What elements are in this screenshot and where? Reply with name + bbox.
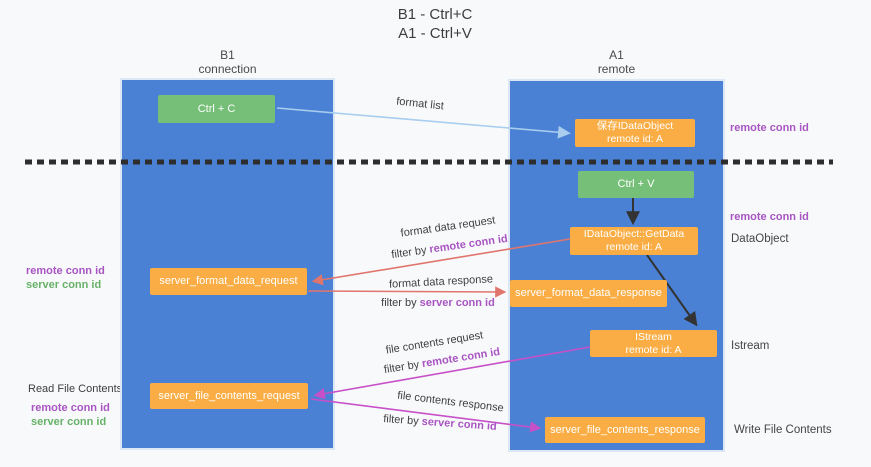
title-line-2: A1 - Ctrl+V: [398, 25, 472, 42]
left-conn-id-legend-bottom: remote conn id server conn id: [31, 401, 110, 429]
server-conn-id-left-2: server conn id: [31, 416, 107, 428]
left-conn-id-legend-top: remote conn id server conn id: [26, 264, 105, 292]
filter-by-text: filter by: [382, 413, 420, 428]
server-format-data-request-label: server_format_data_request: [159, 275, 298, 287]
server-conn-id-text: server conn id: [421, 415, 498, 433]
right-column-name: A1: [609, 48, 624, 62]
format-data-response-arrow: [307, 286, 507, 298]
remote-conn-id-right-2: remote conn id: [730, 211, 809, 223]
istream-side-label: Istream: [731, 340, 770, 352]
ctrl-v-box: Ctrl + V: [578, 171, 694, 198]
server-format-data-request-box: server_format_data_request: [150, 268, 307, 295]
ctrl-c-label: Ctrl + C: [197, 102, 236, 115]
server-conn-id-text: server conn id: [419, 297, 495, 309]
save-idataobject-line1: 保存IDataObject: [596, 120, 674, 132]
read-file-contents-label: Read File Contents: [28, 383, 123, 395]
istream-box: IStream remote id: A: [590, 330, 717, 357]
remote-conn-id-left-2: remote conn id: [31, 402, 110, 414]
format-data-response-annotation: format data response: [388, 273, 494, 291]
server-file-contents-request-label: server_file_contents_request: [158, 389, 300, 402]
left-column-subtitle: connection: [198, 62, 257, 76]
ctrl-v-label: Ctrl + V: [617, 178, 655, 190]
server-file-contents-response-box: server_file_contents_response: [545, 417, 705, 443]
title-line-1: B1 - Ctrl+C: [397, 6, 473, 23]
istream-line2: remote id: A: [625, 343, 682, 356]
filter-by-text: filter by: [381, 297, 417, 309]
remote-conn-id-text: remote conn id: [428, 232, 509, 256]
idataobject-getdata-box: IDataObject::GetData remote id: A: [570, 227, 698, 255]
server-file-contents-response-label: server_file_contents_response: [550, 423, 700, 436]
diagram-title: B1 - Ctrl+C A1 - Ctrl+V: [300, 5, 570, 43]
istream-line1: IStream: [635, 330, 672, 343]
save-idataobject-box: 保存IDataObject remote id: A: [575, 119, 695, 147]
server-format-data-response-box: server_format_data_response: [510, 280, 667, 307]
remote-conn-id-left-1: remote conn id: [26, 265, 105, 277]
ctrl-c-box: Ctrl + C: [158, 95, 275, 123]
write-file-contents-label: Write File Contents: [734, 424, 832, 436]
format-list-annotation: format list: [395, 95, 445, 113]
dataobject-side-label: DataObject: [731, 233, 789, 245]
left-column-name: B1: [220, 48, 235, 62]
filter-by-text: filter by: [390, 244, 428, 262]
getdata-line2: remote id: A: [605, 241, 663, 253]
save-idataobject-line2: remote id: A: [606, 133, 664, 145]
remote-conn-id-right-1: remote conn id: [730, 122, 809, 134]
server-format-data-response-label: server_format_data_response: [515, 287, 662, 299]
right-column-subtitle: remote: [597, 62, 636, 76]
server-file-contents-request-box: server_file_contents_request: [150, 383, 308, 409]
remote-conn-id-text: remote conn id: [421, 345, 501, 371]
left-column-header: B1 connection: [120, 48, 335, 76]
right-column-header: A1 remote: [508, 48, 725, 76]
filter-by-text: filter by: [383, 358, 421, 377]
server-conn-id-left-1: server conn id: [26, 279, 102, 291]
getdata-line1: IDataObject::GetData: [583, 228, 685, 240]
